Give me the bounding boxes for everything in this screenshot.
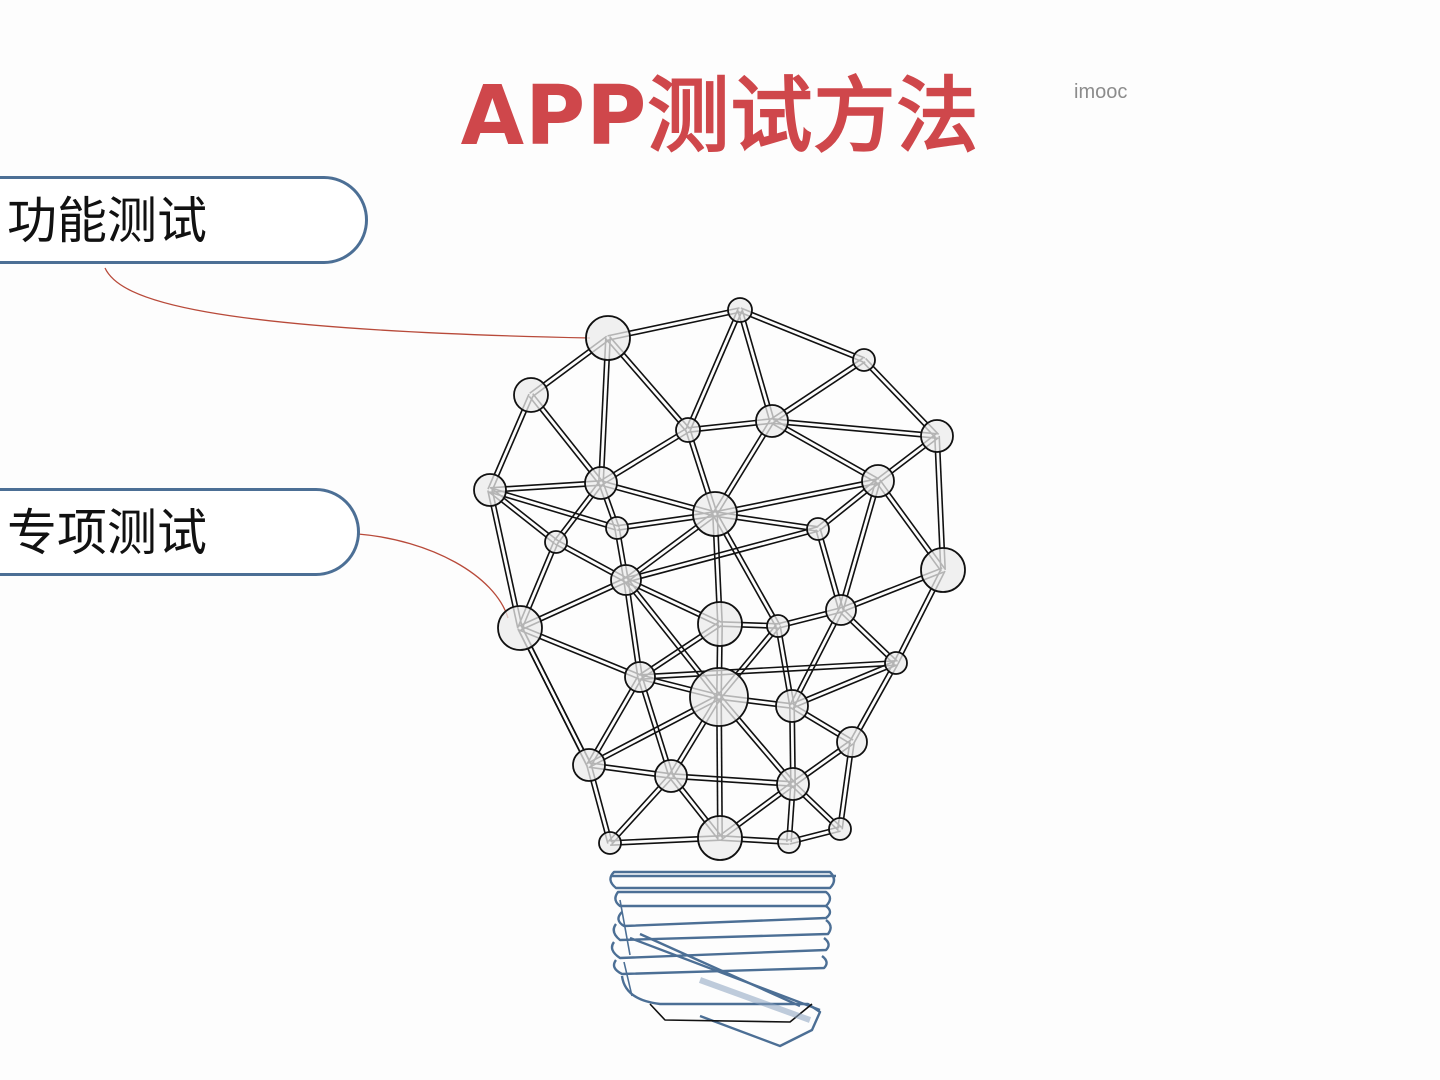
network-edge bbox=[517, 628, 588, 767]
network-node bbox=[776, 767, 810, 801]
network-node bbox=[697, 601, 743, 647]
item-functional-testing[interactable]: 功能测试 bbox=[0, 176, 368, 264]
item-label: 功能测试 bbox=[7, 192, 207, 250]
item-special-testing[interactable]: 专项测试 bbox=[0, 488, 360, 576]
network-edge bbox=[741, 309, 775, 421]
network-node bbox=[766, 614, 790, 638]
network-edge bbox=[586, 675, 639, 765]
network-edge bbox=[590, 677, 643, 767]
network-edge bbox=[771, 422, 937, 439]
network-edge bbox=[598, 337, 607, 483]
network-node bbox=[806, 517, 830, 541]
network-node bbox=[585, 315, 631, 361]
network-node bbox=[610, 564, 642, 596]
network-node bbox=[920, 419, 954, 453]
network-edge bbox=[790, 660, 896, 705]
network-edge bbox=[715, 482, 879, 517]
network-node bbox=[654, 759, 688, 793]
network-node bbox=[852, 348, 876, 372]
watermark: imooc bbox=[1074, 81, 1128, 103]
network-edge bbox=[623, 580, 639, 678]
network-edge bbox=[625, 526, 818, 579]
network-edge bbox=[861, 360, 936, 439]
network-node bbox=[513, 377, 549, 413]
network-edge bbox=[670, 777, 793, 787]
network-edge bbox=[770, 422, 878, 484]
network-node bbox=[884, 651, 908, 675]
network-edge bbox=[489, 480, 601, 489]
network-edge bbox=[738, 311, 864, 363]
network-node bbox=[497, 605, 543, 651]
network-edge bbox=[491, 489, 523, 628]
network-edge bbox=[772, 418, 880, 480]
network-edge bbox=[772, 361, 866, 424]
network-edge bbox=[740, 307, 866, 359]
network-edge bbox=[640, 664, 897, 680]
network-edge bbox=[599, 427, 688, 482]
network-edge bbox=[489, 491, 617, 531]
network-edge bbox=[714, 478, 878, 513]
network-edge bbox=[487, 490, 519, 629]
network-node bbox=[836, 726, 868, 758]
network-edge bbox=[639, 660, 896, 676]
network-edge bbox=[689, 310, 743, 432]
item-label: 专项测试 bbox=[7, 504, 207, 562]
network-node bbox=[675, 417, 701, 443]
network-node bbox=[689, 667, 749, 727]
network-node bbox=[828, 817, 852, 841]
network-node bbox=[697, 815, 743, 861]
network-edge bbox=[685, 308, 739, 430]
network-edge bbox=[842, 481, 881, 611]
network-edge bbox=[532, 393, 604, 483]
connector-line-special bbox=[357, 533, 509, 619]
network-edge bbox=[671, 773, 794, 783]
network-node bbox=[473, 473, 507, 507]
network-node bbox=[861, 464, 895, 498]
network-edge bbox=[737, 310, 771, 422]
network-edge bbox=[521, 626, 592, 765]
network-edge bbox=[490, 487, 618, 527]
network-edge bbox=[528, 395, 600, 485]
network-edges bbox=[487, 307, 946, 846]
network-nodes bbox=[473, 297, 966, 861]
page-title: APP测试方法 bbox=[460, 69, 980, 164]
network-node bbox=[777, 830, 801, 854]
network-edge bbox=[838, 480, 877, 610]
network-edge bbox=[601, 431, 690, 486]
network-node bbox=[775, 689, 809, 723]
bulb-base bbox=[609, 870, 836, 1048]
network-node bbox=[624, 661, 656, 693]
network-edge bbox=[770, 357, 864, 420]
network-edge bbox=[793, 610, 844, 708]
network-edge bbox=[626, 530, 819, 583]
network-edge bbox=[627, 579, 643, 677]
network-node bbox=[584, 466, 618, 500]
network-edge bbox=[789, 608, 840, 706]
network-node bbox=[727, 297, 753, 323]
network-node bbox=[605, 516, 629, 540]
network-node bbox=[825, 594, 857, 626]
network-node bbox=[598, 831, 622, 855]
network-node bbox=[572, 748, 606, 782]
network-node bbox=[692, 491, 738, 537]
network-edge bbox=[602, 338, 611, 484]
network-node bbox=[920, 547, 966, 593]
network-edge bbox=[772, 418, 938, 435]
network-edge bbox=[865, 357, 940, 436]
network-edge bbox=[490, 484, 602, 493]
network-edge bbox=[637, 677, 670, 777]
network-node bbox=[755, 404, 789, 438]
network-node bbox=[544, 530, 568, 554]
connector-line-functional bbox=[104, 267, 591, 339]
network-edge bbox=[792, 664, 898, 709]
